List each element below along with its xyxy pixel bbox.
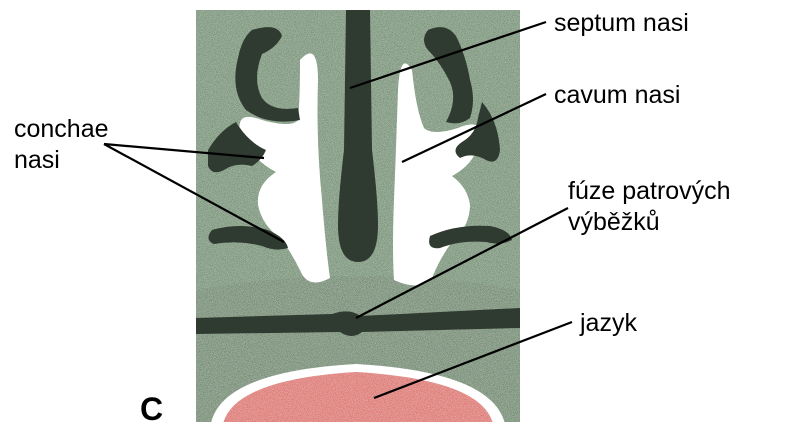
label-septum-nasi: septum nasi — [554, 9, 689, 37]
label-conchae-line1: conchae — [14, 115, 109, 143]
label-conchae-line2: nasi — [14, 146, 60, 174]
label-fuze-line1: fúze patrových — [568, 177, 731, 205]
label-jazyk: jazyk — [579, 309, 637, 337]
panel-letter: C — [140, 391, 163, 422]
label-fuze-line2: výběžků — [568, 208, 660, 236]
label-cavum-nasi: cavum nasi — [554, 81, 680, 109]
